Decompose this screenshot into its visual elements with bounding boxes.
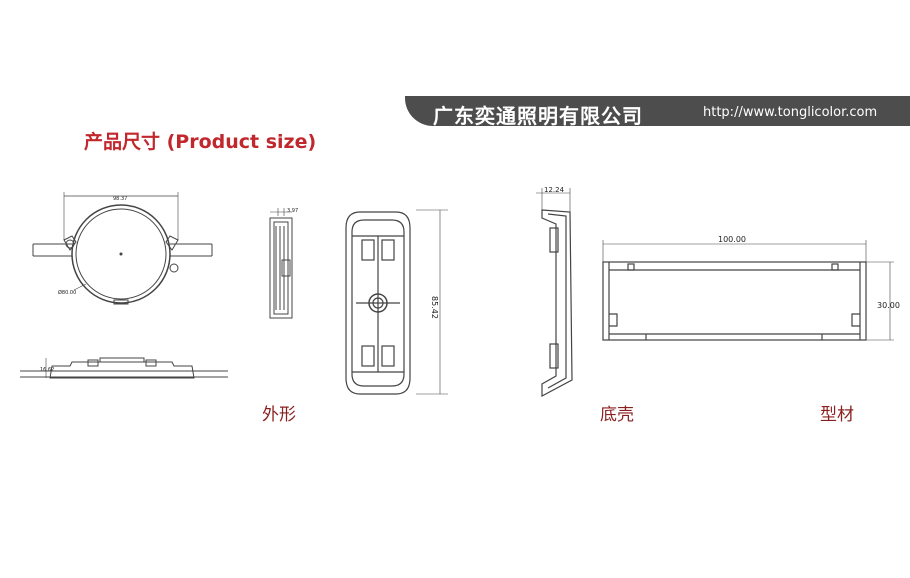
profile-drawing <box>602 240 894 341</box>
company-url: http://www.tonglicolor.com <box>703 105 878 120</box>
caption-profile: 型材 <box>820 405 854 425</box>
top-view-drawing <box>32 192 213 305</box>
top-diameter-label: Ø80.00 <box>58 289 76 296</box>
page-title: 产品尺寸 (Product size) <box>84 131 317 153</box>
edge-view-drawing <box>269 208 293 319</box>
edge-width-label: 3.97 <box>287 208 298 214</box>
profile-height-label: 30.00 <box>877 301 900 310</box>
company-name: 广东奕通照明有限公司 <box>433 104 643 126</box>
shell-front-drawing <box>345 209 448 395</box>
base-shell-drawing <box>536 188 573 397</box>
side-view-drawing <box>20 357 228 379</box>
company-banner: 广东奕通照明有限公司 http://www.tonglicolor.com <box>405 96 910 126</box>
side-thickness-label: 16.62 <box>40 367 54 373</box>
shell-length-label: 85.42 <box>430 296 439 319</box>
caption-base-shell: 底壳 <box>600 405 634 425</box>
top-width-label: 98.37 <box>113 196 127 202</box>
caption-appearance: 外形 <box>262 405 296 425</box>
base-width-label: 12.24 <box>544 186 565 194</box>
profile-length-label: 100.00 <box>718 235 746 244</box>
